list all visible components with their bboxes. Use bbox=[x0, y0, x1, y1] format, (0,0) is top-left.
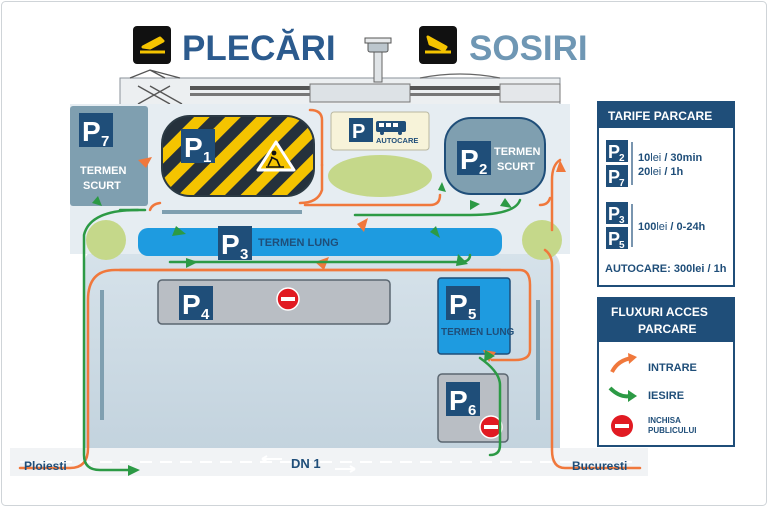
departures-title: PLECĂRI bbox=[182, 29, 336, 68]
bus-lot-letter: P bbox=[352, 121, 365, 143]
p5-number: 5 bbox=[468, 306, 476, 323]
p1-number: 1 bbox=[203, 149, 211, 166]
p5-label: TERMEN LUNG bbox=[441, 327, 515, 338]
departures-header: PLECĂRI bbox=[133, 26, 336, 68]
p2-label-line1: TERMEN bbox=[494, 146, 541, 158]
p4-number: 4 bbox=[201, 306, 210, 323]
lot-p5[interactable]: P 5 TERMEN LUNG bbox=[437, 277, 515, 355]
legend-panel: FLUXURI ACCES PARCARE INTRARE IESIRE INC… bbox=[597, 297, 735, 447]
lot-bus[interactable]: P AUTOCARE bbox=[330, 111, 430, 151]
p2-label-line2: SCURT bbox=[497, 161, 535, 173]
arrivals-title: SOSIRI bbox=[469, 29, 588, 68]
tariff-title: TARIFE PARCARE bbox=[608, 109, 712, 123]
legend-title-line2: PARCARE bbox=[638, 322, 696, 336]
legend-entry: INTRARE bbox=[648, 362, 697, 374]
legend-title-line1: FLUXURI ACCES bbox=[611, 305, 708, 319]
lane-separator bbox=[162, 210, 302, 214]
lot-p2[interactable]: P 2 TERMEN SCURT bbox=[444, 117, 546, 195]
lot-p7[interactable]: P 7 TERMEN SCURT bbox=[70, 106, 148, 206]
tariff-p5-number: 5 bbox=[619, 240, 625, 251]
p7-label-line1: TERMEN bbox=[80, 165, 127, 177]
closed-to-public-icon bbox=[479, 415, 503, 439]
tariff-group1-line1: 10lei / 30min bbox=[638, 152, 703, 164]
city-ploiesti: Ploiesti bbox=[24, 459, 67, 473]
lot-p6[interactable]: P 6 bbox=[437, 373, 509, 443]
highway-arrow-right-icon bbox=[335, 465, 356, 473]
lot-p3[interactable]: P 3 TERMEN LUNG bbox=[138, 226, 502, 263]
p7-letter: P bbox=[82, 116, 101, 147]
arrivals-header: SOSIRI bbox=[419, 26, 588, 68]
p5-letter: P bbox=[449, 289, 468, 320]
tariff-p3-letter: P bbox=[608, 204, 620, 224]
p3-letter: P bbox=[221, 229, 240, 260]
lane-separator bbox=[536, 300, 540, 420]
highway-arrow-left-icon bbox=[261, 455, 282, 463]
p2-number: 2 bbox=[479, 161, 487, 178]
highway-label: DN 1 bbox=[291, 456, 321, 471]
tariff-p3-number: 3 bbox=[619, 215, 625, 226]
tariff-p7-letter: P bbox=[608, 167, 620, 187]
p7-number: 7 bbox=[101, 133, 109, 150]
terminal-building bbox=[119, 37, 561, 107]
p2-letter: P bbox=[460, 144, 479, 175]
exit-arrows bbox=[92, 182, 512, 476]
closed-to-public-icon bbox=[611, 415, 633, 437]
p1-letter: P bbox=[184, 132, 203, 163]
p6-letter: P bbox=[449, 385, 468, 416]
roundabout-left bbox=[86, 220, 126, 260]
bus-lot-label: AUTOCARE bbox=[376, 136, 418, 145]
roundabout-right bbox=[522, 220, 562, 260]
tariff-p5-letter: P bbox=[608, 229, 620, 249]
lane-separator bbox=[100, 290, 104, 420]
tariff-panel: TARIFE PARCARE P 2 P 7 10lei / 30min 20l… bbox=[597, 101, 735, 287]
p7-label-line2: SCURT bbox=[83, 180, 121, 192]
tariff-group1-line2: 20lei / 1h bbox=[638, 166, 684, 178]
tariff-bus-line: AUTOCARE: 300lei / 1h bbox=[605, 263, 727, 275]
legend-exit: IESIRE bbox=[648, 390, 684, 402]
tariff-p2-letter: P bbox=[608, 142, 620, 162]
tariff-p2-number: 2 bbox=[619, 153, 625, 164]
tariff-p7-number: 7 bbox=[619, 178, 625, 189]
road-works-icon bbox=[256, 140, 296, 172]
closed-to-public-icon bbox=[276, 287, 300, 311]
city-bucuresti: Bucuresti bbox=[572, 459, 627, 473]
p4-letter: P bbox=[182, 289, 201, 320]
legend-closed-line1: INCHISA bbox=[648, 416, 681, 425]
p3-label: TERMEN LUNG bbox=[258, 237, 339, 249]
p6-number: 6 bbox=[468, 402, 476, 419]
center-green-island bbox=[328, 155, 432, 197]
bus-icon bbox=[376, 121, 406, 135]
tariff-group2-line1: 100lei / 0-24h bbox=[638, 221, 706, 233]
legend-closed-line2: PUBLICULUI bbox=[648, 426, 696, 435]
entry-routes bbox=[18, 108, 642, 470]
lot-p4[interactable]: P 4 bbox=[157, 279, 391, 325]
lot-p1[interactable]: P 1 bbox=[161, 115, 315, 197]
p3-number: 3 bbox=[240, 246, 248, 263]
